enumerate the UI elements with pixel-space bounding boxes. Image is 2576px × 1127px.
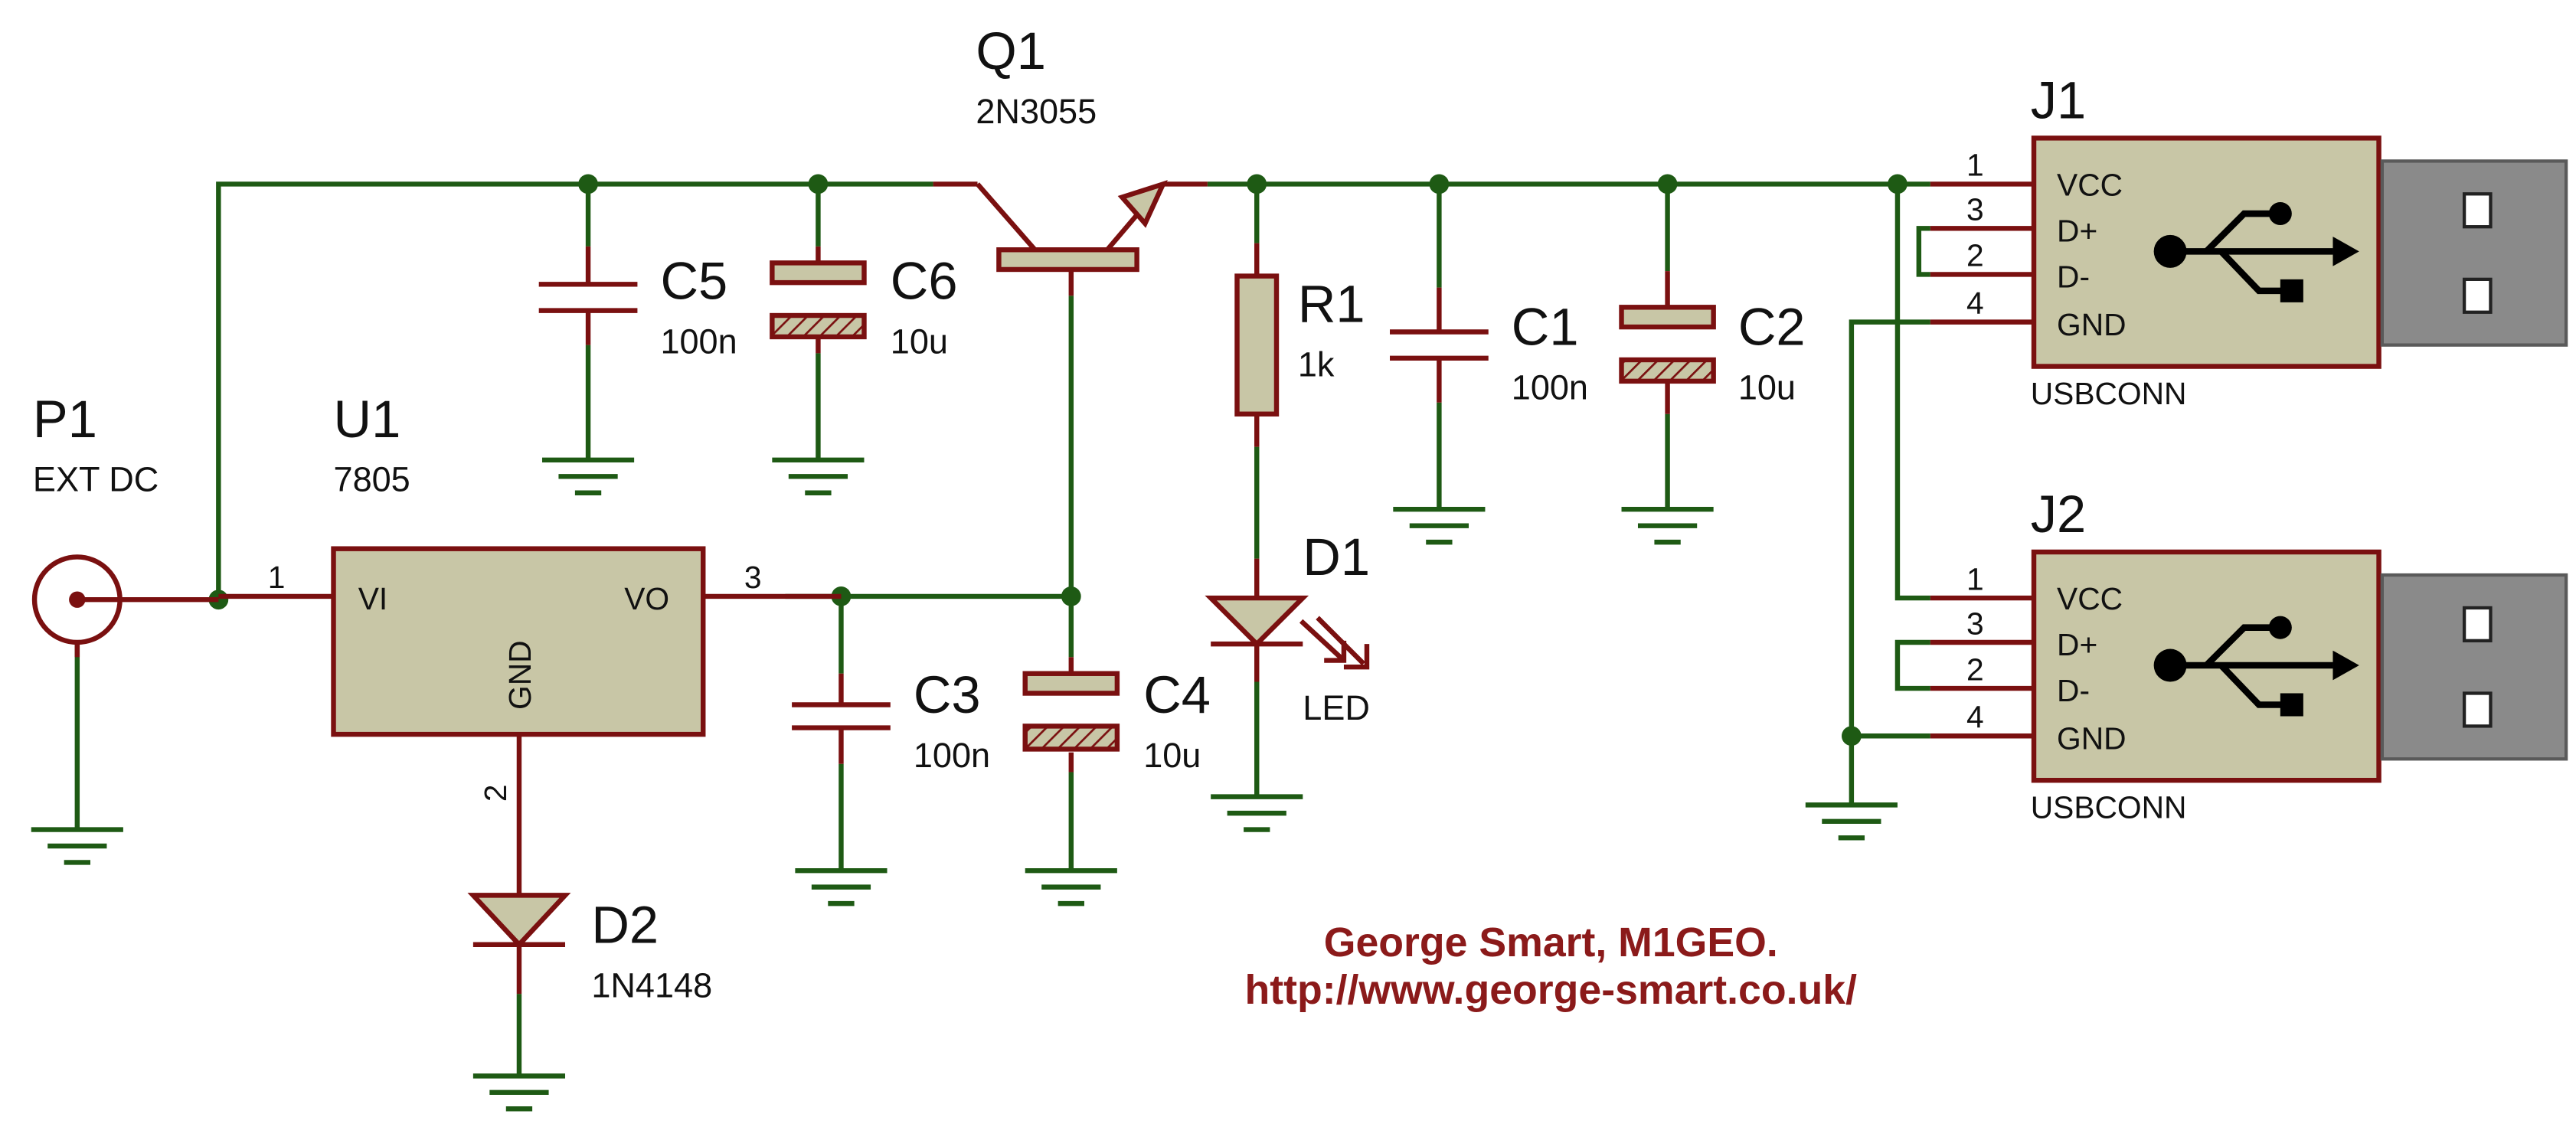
ground-icon [31,827,123,865]
d2-value: 1N4148 [591,965,712,1004]
u1-ref: U1 [334,390,401,449]
q1-ref: Q1 [976,21,1046,80]
c5-ref: C5 [660,252,727,311]
author-credit: George Smart, M1GEO. http://www.george-s… [1245,920,1858,1013]
d1-ref: D1 [1303,528,1370,586]
j1-pin-dminus: D- [2057,260,2090,295]
q1-value: 2N3055 [976,92,1097,131]
c2-value: 10u [1738,368,1796,407]
j1-pin-number-3: 3 [1966,192,1984,227]
c6-ref: C6 [891,252,958,311]
ground-icon [1025,867,1117,906]
j2-usb-connector: VCC D+ D- GND 1 3 2 4 J2 USBCONN [1930,485,2568,825]
d2-ref: D2 [591,896,659,955]
p1-value: EXT DC [33,460,159,499]
j1-pin-dplus: D+ [2057,214,2097,249]
u1-pin-gnd: GND [502,640,538,710]
j2-value: USBCONN [2031,790,2187,825]
u1-pin3-number: 3 [744,560,762,595]
ground-icon [1621,506,1714,545]
wires [74,181,1930,1076]
j1-value: USBCONN [2031,376,2187,411]
j2-pin-dminus: D- [2057,673,2090,708]
usb-icon [2153,202,2359,302]
ground-symbols [31,457,1898,1112]
d1-value: LED [1303,688,1370,727]
u1-regulator: VI VO GND 1 3 2 U1 7805 [218,390,842,847]
usb-icon [2153,616,2359,717]
c6-value: 10u [891,322,948,361]
j2-pin-number-3: 3 [1966,606,1984,641]
j2-pin-number-2: 2 [1966,652,1984,687]
ground-icon [795,867,888,906]
j1-pin-number-1: 1 [1966,148,1984,183]
c2-capacitor: C2 10u [1619,271,1806,414]
j1-usb-connector: VCC D+ D- GND 1 3 2 4 J1 USBCONN [1930,71,2568,411]
c4-value: 10u [1143,736,1201,775]
ground-icon [1393,506,1486,545]
u1-value: 7805 [334,460,410,499]
ground-icon [472,1073,566,1112]
u1-pin-vo: VO [624,581,669,616]
r1-resistor: R1 1k [1234,243,1365,447]
p1-ref: P1 [33,390,97,449]
j1-ref: J1 [2031,71,2086,130]
c3-value: 100n [914,736,990,775]
c1-capacitor: C1 100n [1390,287,1588,407]
c4-ref: C4 [1143,665,1211,724]
d1-led: D1 LED [1205,528,1370,727]
credit-name: George Smart, M1GEO. [1324,920,1778,965]
q1-transistor: Q1 2N3055 [933,21,1208,296]
p1-dc-jack: P1 EXT DC [31,390,219,658]
j1-pin-number-2: 2 [1966,238,1984,273]
ground-icon [1805,802,1898,841]
c3-ref: C3 [914,665,981,724]
j2-pin-number-1: 1 [1966,561,1984,596]
j2-pin-dplus: D+ [2057,627,2097,662]
j1-pin-vcc: VCC [2057,167,2123,202]
c4-capacitor: C4 10u [1022,657,1211,775]
c1-ref: C1 [1512,298,1579,357]
j1-pin-number-4: 4 [1966,286,1984,321]
credit-url: http://www.george-smart.co.uk/ [1245,967,1858,1013]
ground-icon [772,457,865,495]
c6-capacitor: C6 10u [770,246,958,361]
c3-capacitor: C3 100n [792,665,990,775]
d2-diode: D2 1N4148 [467,846,712,1004]
r1-value: 1k [1298,345,1335,384]
c2-ref: C2 [1738,298,1806,357]
j2-pin-number-4: 4 [1966,700,1984,735]
u1-pin2-number: 2 [478,784,513,802]
j1-pin-gnd: GND [2057,307,2127,342]
u1-pin1-number: 1 [268,560,286,595]
c1-value: 100n [1512,368,1588,407]
u1-pin-vi: VI [358,581,388,616]
ground-icon [541,457,635,495]
j2-ref: J2 [2031,485,2086,544]
c5-capacitor: C5 100n [538,246,737,361]
r1-ref: R1 [1298,275,1365,334]
j2-pin-gnd: GND [2057,720,2127,756]
light-emission-icon [1299,616,1370,670]
ground-icon [1211,794,1303,832]
j2-pin-vcc: VCC [2057,581,2123,616]
c5-value: 100n [660,322,737,361]
